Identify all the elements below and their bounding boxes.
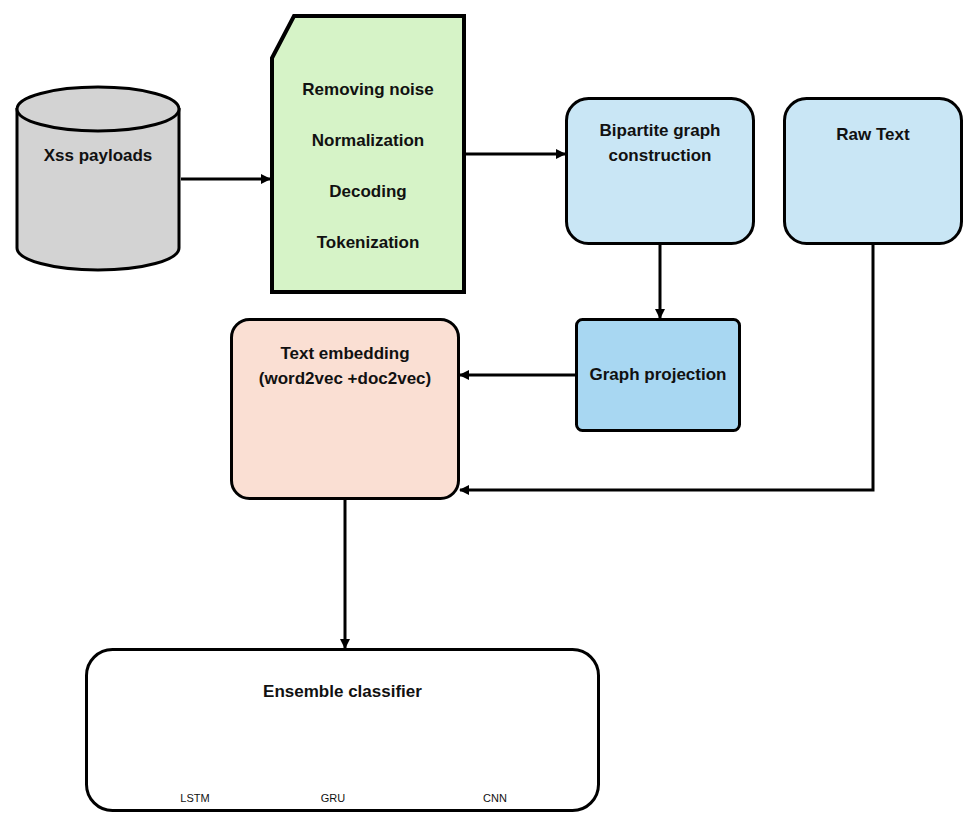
node-text: Text embedding (word2vec +doc2vec) (244, 342, 446, 391)
node-text: Bipartite graph construction (577, 119, 743, 168)
flow-arrow (460, 374, 575, 377)
node-text: Normalization (312, 129, 424, 154)
model-label: GRU (283, 792, 383, 804)
data-store-cylinder: Xss payloads (15, 86, 181, 272)
node-text: Graph projection (590, 363, 727, 388)
process-box: Graph projection (575, 318, 741, 432)
node-text: Decoding (329, 180, 406, 205)
model-label: LSTM (145, 792, 245, 804)
process-box: Bipartite graph construction (565, 97, 755, 245)
node-outline (783, 97, 963, 245)
classifier-box: Ensemble classifier (85, 648, 600, 812)
node-text: Removing noise (302, 78, 433, 103)
model-label: CNN (445, 792, 545, 804)
embedding-box: Text embedding (word2vec +doc2vec) (230, 318, 460, 500)
flow-arrow (659, 245, 662, 318)
node-outline (565, 97, 755, 245)
input-box: Raw Text (783, 97, 963, 245)
flow-arrow (344, 500, 347, 648)
flow-arrow (466, 153, 565, 156)
flow-arrow (460, 245, 873, 490)
flow-arrow (181, 178, 270, 181)
node-text: Tokenization (317, 231, 420, 256)
node-text: Ensemble classifier (263, 680, 422, 705)
node-text: Xss payloads (44, 144, 153, 169)
node-text: Raw Text (836, 123, 909, 148)
node-outline (15, 86, 181, 272)
preprocessing-box: Removing noiseNormalizationDecodingToken… (270, 14, 466, 294)
node-outline (85, 648, 600, 812)
